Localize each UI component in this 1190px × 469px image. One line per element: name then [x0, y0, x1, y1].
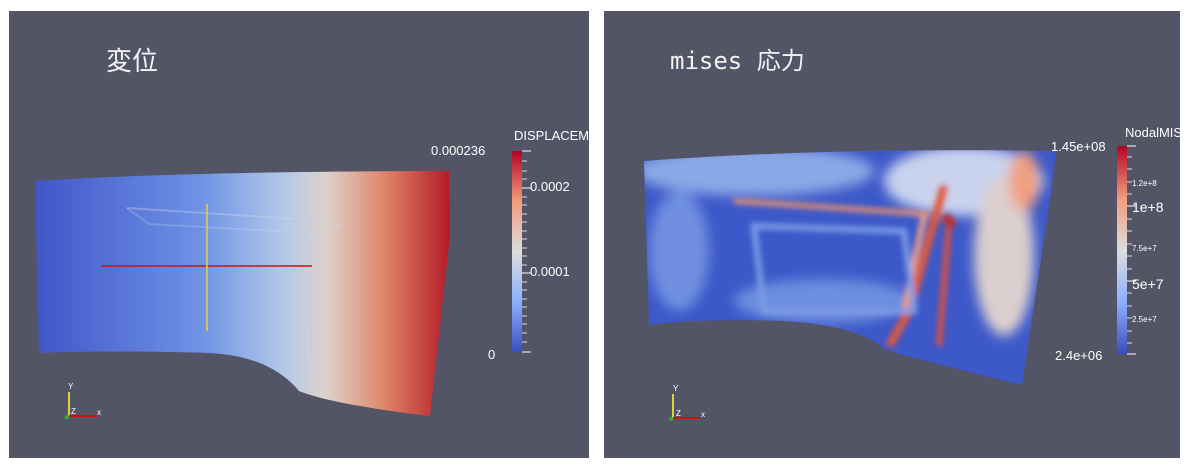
- stress-title: mises 応力: [670, 47, 805, 75]
- colorbar-tick-label: 2.5e+7: [1132, 315, 1157, 324]
- displacement-render: [35, 150, 531, 420]
- displacement-mesh[interactable]: [35, 171, 450, 416]
- colorbar-tick-label: 1e+8: [1132, 199, 1164, 215]
- colorbar-tick-label: 0.0001: [530, 264, 570, 279]
- axis-label-y: Y: [673, 384, 679, 393]
- axis-label-y: Y: [68, 382, 74, 391]
- colorbar-tick-label: 1.2e+8: [1132, 179, 1157, 188]
- colorbar-tick-label: 0.0002: [530, 179, 570, 194]
- displacement-title: 変位: [106, 47, 159, 77]
- stress-render: [604, 111, 1136, 421]
- axis-label-z: Z: [71, 407, 76, 416]
- axis-label-x: x: [97, 408, 101, 417]
- orientation-axes-icon: [64, 392, 97, 420]
- stress-viewport[interactable]: mises 応力: [604, 11, 1180, 458]
- displacement-viewport[interactable]: 変位: [9, 11, 589, 458]
- stress-mesh[interactable]: [604, 111, 1104, 411]
- axis-label-z: Z: [676, 409, 681, 418]
- colorbar-tick-label: 5e+7: [1132, 276, 1164, 292]
- axis-label-x: x: [701, 410, 705, 419]
- displacement-colorbar: [512, 151, 522, 352]
- stress-colorbar: [1117, 146, 1127, 354]
- colorbar-max-label: 0.000236: [431, 143, 486, 158]
- colorbar-min-label: 0: [488, 347, 496, 362]
- colorbar-max-label: 1.45e+08: [1051, 139, 1106, 154]
- colorbar-tick-label: 7.5e+7: [1132, 244, 1157, 253]
- colorbar-title: DISPLACEM: [514, 128, 589, 143]
- orientation-axes-icon: [669, 394, 700, 421]
- colorbar-title: NodalMIS: [1125, 125, 1180, 140]
- colorbar-min-label: 2.4e+06: [1055, 348, 1103, 363]
